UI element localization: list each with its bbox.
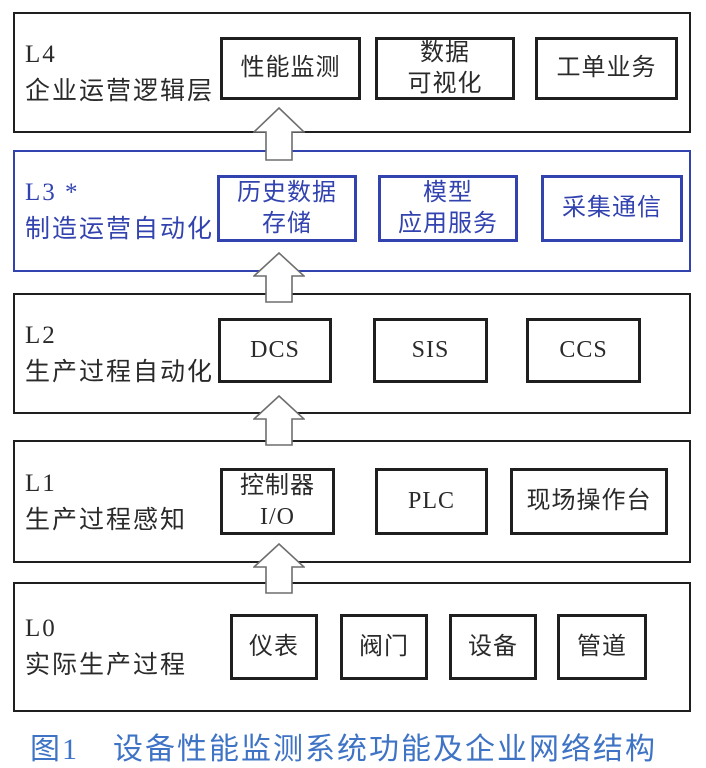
box-controller-io-text: 控制器 <box>240 472 315 499</box>
box-acquisition-communication: 采集通信 <box>541 175 683 242</box>
box-field-operator-console: 现场操作台 <box>510 468 668 535</box>
figure-caption-text: 设备性能监测系统功能及企业网络结构 <box>113 733 657 766</box>
box-controller-io: 控制器 I/O <box>220 468 335 535</box>
layer-l1-label: L1 生产过程感知 <box>25 465 187 539</box>
box-pipeline-text: 管道 <box>577 633 627 660</box>
box-dcs-text: DCS <box>250 337 300 363</box>
layer-l2-label-line2: 生产过程自动化 <box>25 358 215 386</box>
layer-l4-label-line1: L4 <box>25 40 57 68</box>
box-work-order-business-text: 工单业务 <box>556 55 657 81</box>
up-arrow-icon <box>253 395 305 446</box>
box-equipment: 设备 <box>449 614 537 680</box>
figure-caption: 图1 设备性能监测系统功能及企业网络结构 <box>30 724 690 768</box>
up-arrow-icon <box>253 107 305 161</box>
box-ccs: CCS <box>526 318 641 383</box>
box-field-operator-console-text: 现场操作台 <box>526 488 652 514</box>
box-ccs-text: CCS <box>559 337 608 363</box>
layer-l3-label-line2: 制造运营自动化 <box>25 216 215 243</box>
box-performance-monitoring: 性能监测 <box>220 37 361 100</box>
box-model-application-service-text: 模型 <box>423 179 473 206</box>
layer-l4-enterprise-operation-logic: L4 企业运营逻辑层 性能监测 数据 可视化 工单业务 <box>13 12 691 133</box>
box-equipment-text: 设备 <box>468 633 518 660</box>
layer-l4-label: L4 企业运营逻辑层 <box>25 36 214 110</box>
layer-l3-label: L3 * 制造运营自动化 <box>25 174 214 248</box>
box-historical-data-storage: 历史数据 存储 <box>217 175 357 242</box>
box-valve: 阀门 <box>340 614 428 680</box>
up-arrow-icon <box>253 543 305 594</box>
box-instrument-text: 仪表 <box>249 633 299 660</box>
layer-l1-label-line2: 生产过程感知 <box>25 506 188 534</box>
box-instrument: 仪表 <box>230 614 318 680</box>
box-plc-text: PLC <box>407 488 455 514</box>
layer-l0-label-line1: L0 <box>25 615 57 642</box>
box-acquisition-communication-text: 采集通信 <box>562 195 662 221</box>
layer-l2-label: L2 生产过程自动化 <box>25 317 214 391</box>
box-data-visualization-text2: 可视化 <box>407 70 483 97</box>
layer-l2-production-process-automation: L2 生产过程自动化 DCS SIS CCS <box>13 293 691 414</box>
layer-l0-label-line2: 实际生产过程 <box>25 652 188 679</box>
layer-l0-actual-production-process: L0 实际生产过程 仪表 阀门 设备 管道 <box>13 582 691 712</box>
box-plc: PLC <box>375 468 488 535</box>
box-data-visualization: 数据 可视化 <box>375 37 515 100</box>
layer-l4-label-line2: 企业运营逻辑层 <box>25 77 215 105</box>
box-controller-io-text2: I/O <box>260 503 295 530</box>
layer-l2-label-line1: L2 <box>25 321 57 349</box>
box-work-order-business: 工单业务 <box>535 37 678 100</box>
up-arrow-icon <box>253 252 305 303</box>
layer-l1-label-line1: L1 <box>25 469 57 497</box>
figure-caption-number: 图1 <box>30 733 79 766</box>
box-model-application-service: 模型 应用服务 <box>378 175 518 242</box>
box-historical-data-storage-text2: 存储 <box>262 210 312 237</box>
box-dcs: DCS <box>218 318 332 383</box>
box-data-visualization-text: 数据 <box>420 39 470 66</box>
box-historical-data-storage-text: 历史数据 <box>237 179 337 206</box>
box-sis-text: SIS <box>411 337 450 363</box>
layer-l3-manufacturing-operations-automation: L3 * 制造运营自动化 历史数据 存储 模型 应用服务 采集通信 <box>13 150 691 272</box>
box-sis: SIS <box>373 318 488 383</box>
layer-l1-production-process-sensing: L1 生产过程感知 控制器 I/O PLC 现场操作台 <box>13 440 691 563</box>
box-valve-text: 阀门 <box>359 633 409 660</box>
box-performance-monitoring-text: 性能监测 <box>240 55 341 81</box>
layer-l3-label-line1: L3 * <box>25 179 80 206</box>
layer-l0-label: L0 实际生产过程 <box>25 610 187 684</box>
box-pipeline: 管道 <box>557 614 647 680</box>
box-model-application-service-text2: 应用服务 <box>398 210 498 237</box>
